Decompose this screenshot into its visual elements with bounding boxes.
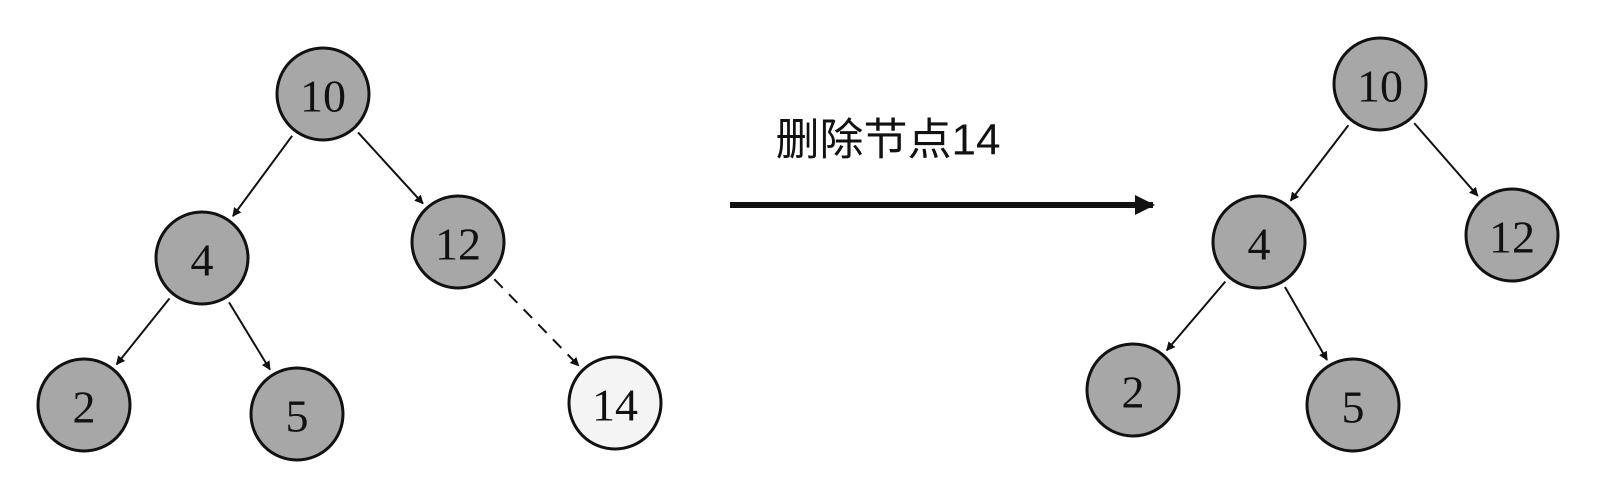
after-edge-10-to-4 xyxy=(1289,124,1350,202)
after-node-2: 2 xyxy=(1085,342,1181,438)
after-node-label: 10 xyxy=(1357,61,1403,112)
after-node-circle xyxy=(1085,342,1181,438)
before-node-5: 5 xyxy=(249,366,345,462)
before-node-label: 4 xyxy=(191,235,214,286)
before-node-label: 2 xyxy=(73,382,96,433)
before-edge-10-to-12 xyxy=(357,131,424,205)
after-node-label: 5 xyxy=(1342,382,1365,433)
after-node-circle xyxy=(1305,357,1401,453)
before-edge-4-to-5 xyxy=(228,301,271,371)
before-edge-12-to-14 xyxy=(493,278,580,367)
before-node-circle xyxy=(275,46,371,142)
after-node-10: 10 xyxy=(1332,36,1428,132)
after-tree: 10 4 12 2 5 xyxy=(1085,36,1560,453)
after-node-label: 4 xyxy=(1248,219,1271,270)
after-node-5: 5 xyxy=(1305,357,1401,453)
after-edge-10-to-12 xyxy=(1413,122,1479,197)
delete-operation: 删除节点14 xyxy=(730,116,1155,215)
before-node-label: 12 xyxy=(435,219,481,270)
before-node-circle xyxy=(249,366,345,462)
before-node-label: 14 xyxy=(592,380,638,431)
before-node-circle xyxy=(567,355,663,451)
before-edge-4-to-2 xyxy=(115,297,171,366)
after-node-12: 12 xyxy=(1464,187,1560,283)
before-node-label: 5 xyxy=(286,391,309,442)
before-node-4: 4 xyxy=(154,210,250,306)
after-node-label: 2 xyxy=(1122,367,1145,418)
after-node-4: 4 xyxy=(1211,194,1307,290)
before-node-14-deleted: 14 xyxy=(567,355,663,451)
operation-label: 删除节点14 xyxy=(776,116,1001,165)
after-edge-4-to-2 xyxy=(1165,280,1227,352)
after-node-circle xyxy=(1464,187,1560,283)
before-tree-nodes: 10 4 12 2 5 14 xyxy=(36,46,663,462)
after-tree-nodes: 10 4 12 2 5 xyxy=(1085,36,1560,453)
before-node-label: 10 xyxy=(300,71,346,122)
after-tree-edges xyxy=(1165,122,1479,361)
before-node-2: 2 xyxy=(36,357,132,453)
after-node-circle xyxy=(1211,194,1307,290)
before-node-12: 12 xyxy=(410,194,506,290)
before-node-10: 10 xyxy=(275,46,371,142)
after-node-label: 12 xyxy=(1489,212,1535,263)
before-tree-edges xyxy=(115,131,580,371)
after-edge-4-to-5 xyxy=(1284,286,1328,361)
before-node-circle xyxy=(410,194,506,290)
before-node-circle xyxy=(36,357,132,453)
before-tree: 10 4 12 2 5 14 xyxy=(36,46,663,462)
before-node-circle xyxy=(154,210,250,306)
after-node-circle xyxy=(1332,36,1428,132)
before-edge-10-to-4 xyxy=(232,135,293,217)
